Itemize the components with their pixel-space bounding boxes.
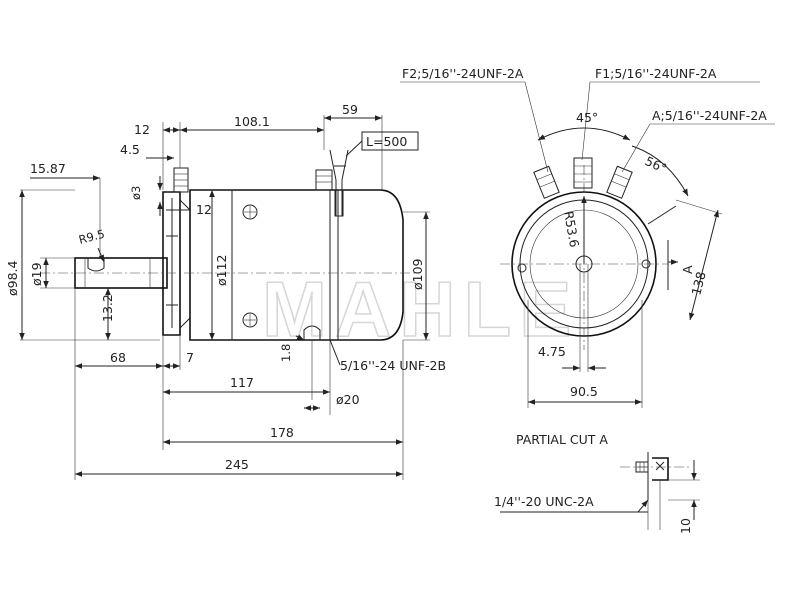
motor-body xyxy=(189,189,404,341)
dim-dia-19: ø19 xyxy=(29,262,44,286)
dim-dia-98-4: ø98.4 xyxy=(5,260,20,296)
dim-1-8: 1.8 xyxy=(279,344,293,362)
section-mark-a: A xyxy=(680,265,695,274)
dim-15-87: 15.87 xyxy=(30,161,66,176)
dim-4-5: 4.5 xyxy=(120,142,140,157)
radius-53-6: R53.6 xyxy=(561,210,582,249)
dim-7: 7 xyxy=(186,350,194,365)
dim-117: 117 xyxy=(230,375,254,390)
dim-59: 59 xyxy=(342,102,358,117)
partial-cut-dim-10: 10 xyxy=(678,518,693,534)
dim-dia-20: ø20 xyxy=(336,392,360,407)
dim-4-75: 4.75 xyxy=(538,344,566,359)
dim-dia-3: ø3 xyxy=(129,186,143,200)
thread-bottom: 5/16''-24 UNF-2B xyxy=(340,358,446,373)
angle-45: 45° xyxy=(576,110,598,125)
terminal-f2 xyxy=(533,165,560,199)
bottom-port xyxy=(303,325,321,340)
end-view: F2;5/16''-24UNF-2A F1;5/16''-24UNF-2A A;… xyxy=(400,66,775,408)
cable-length-label: L=500 xyxy=(366,134,407,149)
dim-178: 178 xyxy=(270,425,294,440)
partial-cut-a: PARTIAL CUT A 1/4''-20 UNC-2A 10 xyxy=(494,432,700,534)
dim-dia-112: ø112 xyxy=(214,254,229,286)
dim-68: 68 xyxy=(110,350,126,365)
terminal-a xyxy=(606,165,633,199)
screw-bottom xyxy=(242,312,258,328)
terminal-flange xyxy=(173,167,189,193)
dim-13-2: 13.2 xyxy=(100,294,115,322)
dim-138: 138 xyxy=(688,270,708,297)
terminal-body xyxy=(315,169,333,191)
partial-cut-title: PARTIAL CUT A xyxy=(516,432,608,447)
dim-12-top: 12 xyxy=(134,122,150,137)
terminal-f2-label: F2;5/16''-24UNF-2A xyxy=(402,66,524,81)
dim-r9-5: R9.5 xyxy=(77,227,106,247)
shaft-keyway xyxy=(87,258,105,272)
dim-90-5: 90.5 xyxy=(570,384,598,399)
terminal-f1 xyxy=(573,157,593,189)
screw-top xyxy=(242,204,258,220)
partial-cut-thread: 1/4''-20 UNC-2A xyxy=(494,494,594,509)
dim-245: 245 xyxy=(225,457,249,472)
dim-12-mid: 12 xyxy=(196,202,212,217)
terminal-f1-label: F1;5/16''-24UNF-2A xyxy=(595,66,717,81)
cable-leads xyxy=(329,149,349,216)
terminal-a-label: A;5/16''-24UNF-2A xyxy=(652,108,767,123)
angle-56: 56° xyxy=(643,153,669,176)
watermark: MAHLE xyxy=(262,265,579,353)
side-view: 12 108.1 59 4.5 15.87 ø3 12 R9.5 ø98.4 ø… xyxy=(5,102,446,480)
side-rod xyxy=(647,205,677,225)
dim-108-1: 108.1 xyxy=(234,114,270,129)
dim-dia-109: ø109 xyxy=(410,258,425,290)
